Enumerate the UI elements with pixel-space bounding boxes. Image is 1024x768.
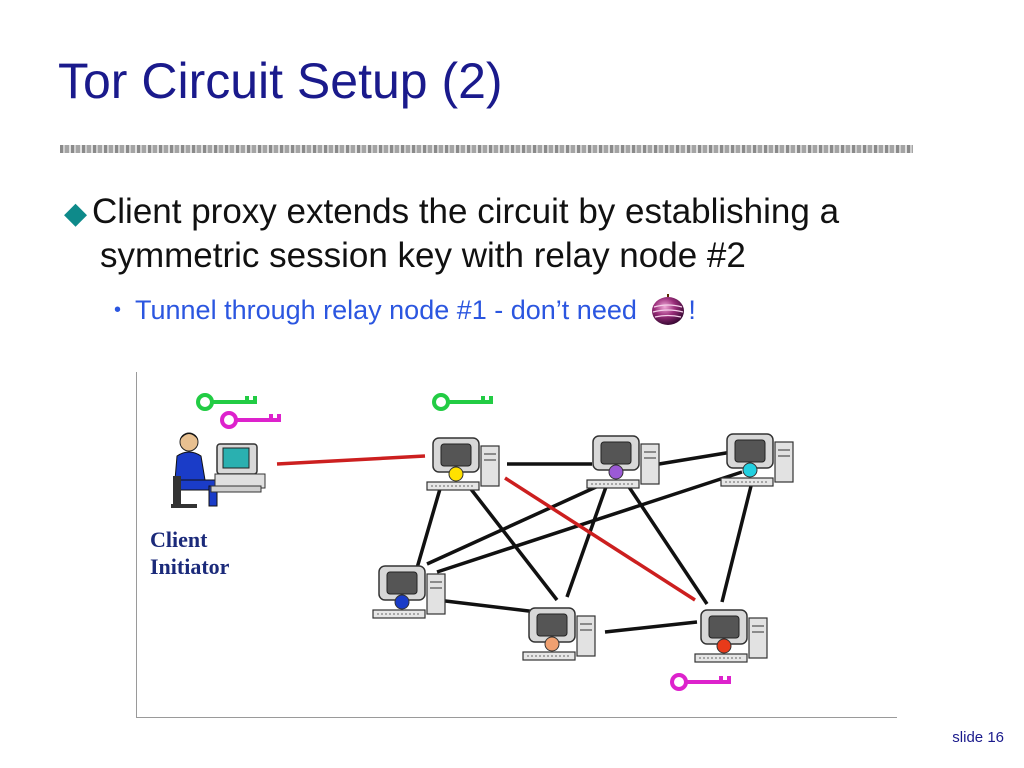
sub-bullet: • Tunnel through relay node #1 - don’t ne…: [114, 293, 696, 327]
link-r2-r4: [426, 480, 608, 566]
relay-node-3: [586, 435, 660, 489]
relay-node-6: [522, 607, 596, 661]
network-links: [415, 450, 754, 634]
green-key-icon: [196, 393, 257, 411]
circuit-r1-r2: [504, 476, 696, 602]
main-bullet-line1: Client proxy extends the circuit by esta…: [92, 192, 840, 231]
relay-node-1: [426, 437, 500, 491]
link-r2-r3: [658, 450, 733, 466]
link-r1-r5: [465, 482, 559, 602]
magenta-key-icon: [670, 673, 731, 691]
relay-node-4: [720, 433, 794, 487]
link-r2-r5: [565, 483, 609, 598]
main-bullet: ◆Client proxy extends the circuit by est…: [64, 190, 984, 278]
link-r1-r4: [415, 481, 444, 569]
network-diagram-svg: [171, 393, 794, 691]
green-key-icon: [432, 393, 493, 411]
circuit-client-r1: [276, 454, 426, 466]
sub-bullet-text: Tunnel through relay node #1 - don’t nee…: [135, 295, 637, 325]
link-r3-r6: [720, 481, 754, 603]
client-initiator-label: Client Initiator: [150, 526, 229, 580]
client-label-line2: Initiator: [150, 554, 230, 579]
magenta-key-icon: [220, 411, 281, 429]
slide-title: Tor Circuit Setup (2): [58, 53, 503, 109]
link-r3-r4: [436, 470, 743, 574]
relay-node-2: [694, 609, 768, 663]
link-r4-r5: [436, 598, 538, 614]
link-r2-r6: [625, 483, 709, 605]
client-initiator: [171, 432, 266, 508]
slide-number: slide 16: [952, 729, 1004, 746]
bullet-dot: •: [114, 299, 122, 321]
diamond-icon: ◆: [64, 197, 88, 230]
relay-node-5: [372, 565, 446, 619]
sub-bullet-suffix: !: [688, 295, 696, 325]
title-divider: [60, 145, 913, 153]
link-r5-r6: [604, 620, 698, 634]
network-diagram: [136, 372, 897, 718]
circuit-links: [276, 454, 696, 602]
client-label-line1: Client: [150, 527, 208, 552]
main-bullet-line2: symmetric session key with relay node #2: [100, 236, 746, 275]
tor-onion-icon: [652, 294, 685, 325]
